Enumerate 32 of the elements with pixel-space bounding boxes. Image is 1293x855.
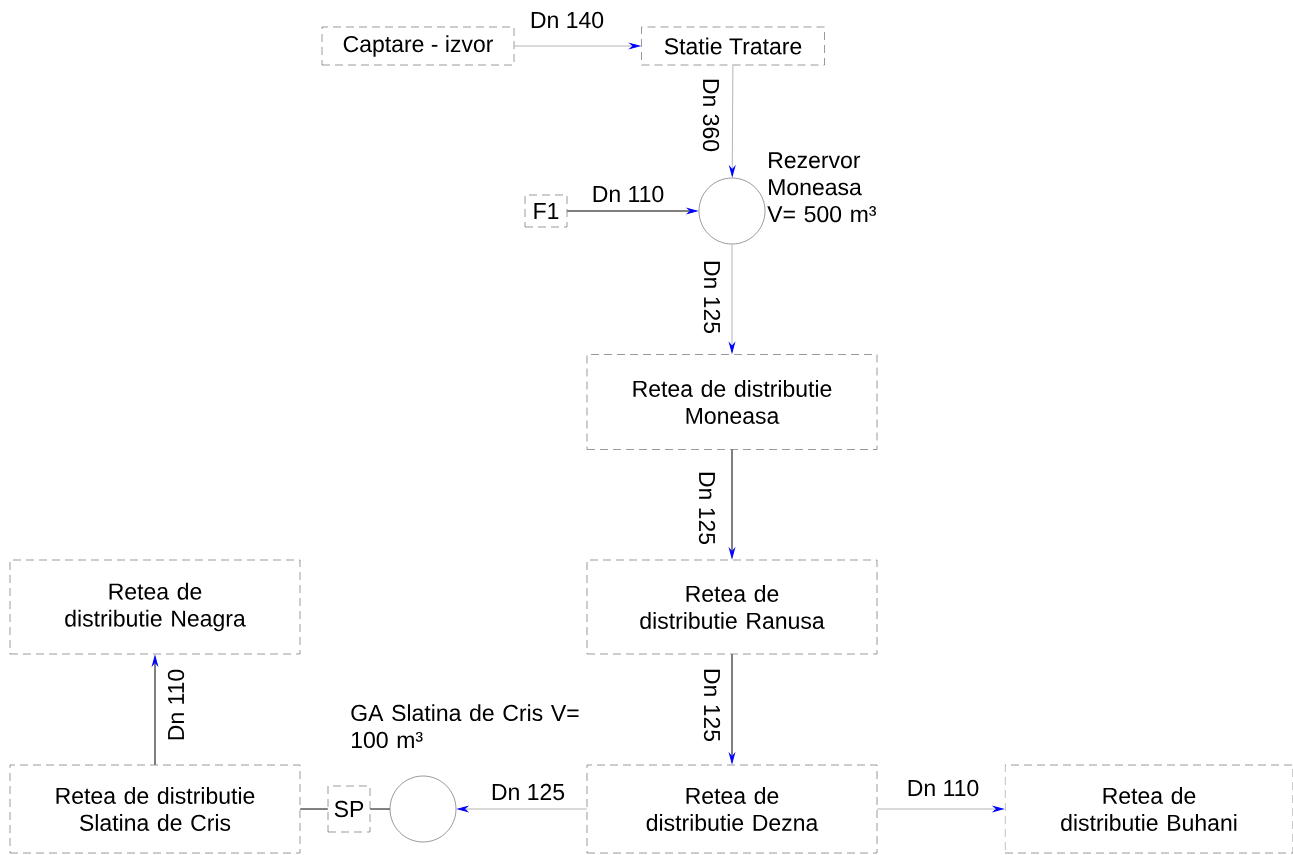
network-box: Retea de distributie Dezna [586, 764, 878, 854]
edge-label: Dn 110 [166, 667, 186, 743]
process-box: Statie Tratare [641, 26, 825, 66]
pipe-arrow [876, 806, 1004, 812]
network-box: Retea de distributie Buhani [1004, 764, 1293, 854]
pipe-arrow [729, 449, 735, 559]
network-box: Retea de distributie Neagra [9, 559, 301, 655]
network-box: Retea de distributie Slatina de Cris [9, 764, 301, 854]
process-box: SP [327, 785, 371, 833]
edge-label: Dn 140 [528, 10, 606, 30]
edge-label: Dn 110 [590, 184, 666, 204]
pipe-arrow [729, 243, 735, 353]
pipe-arrow [566, 208, 698, 214]
caption-text: GA Slatina de Cris V= 100 m³ [351, 704, 579, 749]
pipe-arrow [729, 64, 736, 177]
edge-label: Dn 360 [701, 76, 721, 154]
edge-label: Dn 125 [697, 469, 717, 547]
network-box: Retea de distributie Moneasa [586, 354, 878, 450]
process-box: F1 [524, 194, 568, 228]
edge-label: Dn 125 [702, 258, 722, 336]
pipe-arrow [457, 806, 588, 812]
process-box: Captare - izvor [321, 26, 515, 66]
tank-circle [389, 775, 457, 843]
edge-label: Dn 125 [489, 782, 567, 802]
pipe-arrow [729, 653, 735, 764]
caption-text: Rezervor Moneasa V= 500 m³ [767, 152, 877, 223]
edge-label: Dn 125 [702, 666, 722, 744]
tank-circle [698, 177, 766, 245]
pipe-arrow [152, 655, 158, 766]
edge-label: Dn 110 [905, 778, 981, 798]
network-box: Retea de distributie Ranusa [586, 559, 878, 655]
pipe-arrow [513, 43, 640, 49]
